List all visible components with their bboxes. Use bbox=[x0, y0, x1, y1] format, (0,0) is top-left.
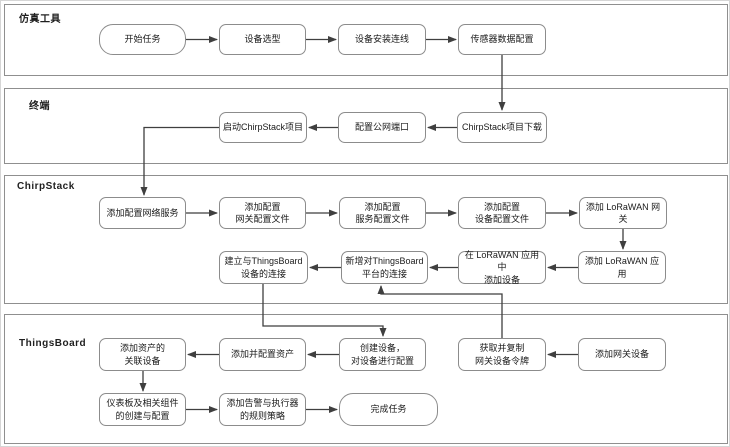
node-create-and-configure-device: 创建设备， 对设备进行配置 bbox=[339, 338, 426, 371]
node-add-lorawan-gateway: 添加 LoRaWAN 网关 bbox=[579, 197, 667, 229]
node-add-asset-related-device: 添加资产的 关联设备 bbox=[99, 338, 186, 371]
node-start-task: 开始任务 bbox=[99, 24, 186, 55]
node-alarm-actuator-rules: 添加告警与执行器 的规则策略 bbox=[219, 393, 306, 426]
node-add-and-configure-asset: 添加并配置资产 bbox=[219, 338, 306, 371]
node-add-gateway-device: 添加网关设备 bbox=[578, 338, 666, 371]
lane-chirpstack: ChirpStack bbox=[4, 175, 728, 304]
node-add-lorawan-application: 添加 LoRaWAN 应用 bbox=[578, 251, 666, 284]
node-add-device-in-lorawan-app: 在 LoRaWAN 应用中 添加设备 bbox=[458, 250, 546, 285]
lane-label-chirpstack: ChirpStack bbox=[17, 181, 75, 192]
node-device-install-wiring: 设备安装连线 bbox=[338, 24, 426, 55]
node-service-config-file: 添加配置 服务配置文件 bbox=[339, 197, 426, 229]
node-device-selection: 设备选型 bbox=[219, 24, 306, 55]
node-establish-thingsboard-device-connection: 建立与ThingsBoard 设备的连接 bbox=[219, 251, 308, 284]
lane-label-simulation-tool: 仿真工具 bbox=[19, 14, 61, 25]
lane-label-terminal: 终端 bbox=[29, 101, 50, 112]
node-gateway-config-file: 添加配置 网关配置文件 bbox=[219, 197, 306, 229]
node-dashboard-components-setup: 仪表板及相关组件 的创建与配置 bbox=[99, 393, 186, 426]
lane-label-thingsboard: ThingsBoard bbox=[19, 338, 87, 349]
node-get-copy-gateway-token: 获取并复制 网关设备令牌 bbox=[458, 338, 546, 371]
node-new-thingsboard-platform-connection: 新增对ThingsBoard 平台的连接 bbox=[341, 251, 428, 284]
node-launch-chirpstack-project: 启动ChirpStack项目 bbox=[219, 112, 307, 143]
node-finish-task: 完成任务 bbox=[339, 393, 438, 426]
node-config-public-port: 配置公网端口 bbox=[338, 112, 426, 143]
node-device-config-file: 添加配置 设备配置文件 bbox=[458, 197, 546, 229]
node-sensor-data-config: 传感器数据配置 bbox=[458, 24, 546, 55]
node-add-network-service-config: 添加配置网络服务 bbox=[99, 197, 186, 229]
node-download-chirpstack-project: ChirpStack项目下载 bbox=[457, 112, 547, 143]
